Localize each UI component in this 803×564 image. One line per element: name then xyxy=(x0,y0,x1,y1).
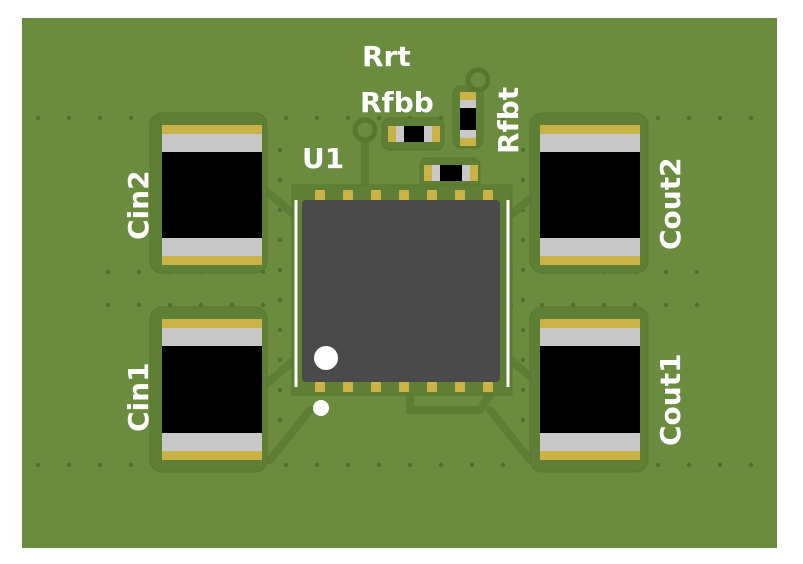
via xyxy=(97,462,103,468)
via xyxy=(345,462,351,468)
label-rrt: Rrt xyxy=(362,40,411,73)
via xyxy=(198,302,204,308)
via xyxy=(500,115,506,121)
test-points xyxy=(352,67,491,143)
via xyxy=(748,462,754,468)
ic-pin xyxy=(371,190,381,202)
via xyxy=(407,462,413,468)
ic-pin xyxy=(315,190,325,202)
via xyxy=(277,297,283,303)
ic-pin xyxy=(455,380,465,392)
u1-ic xyxy=(291,184,513,416)
via xyxy=(520,417,526,423)
via xyxy=(277,387,283,393)
ic-pin xyxy=(399,190,409,202)
ic-pin xyxy=(427,190,437,202)
via xyxy=(694,269,700,275)
label-cin1: Cin1 xyxy=(122,362,155,432)
cout1-capacitor xyxy=(529,306,649,473)
via xyxy=(686,462,692,468)
via xyxy=(66,115,72,121)
via xyxy=(520,387,526,393)
via xyxy=(229,302,235,308)
via xyxy=(277,417,283,423)
via xyxy=(632,302,638,308)
via xyxy=(570,302,576,308)
via xyxy=(128,115,134,121)
ic-pin xyxy=(399,380,409,392)
via xyxy=(97,115,103,121)
label-u1: U1 xyxy=(302,142,344,175)
via xyxy=(717,462,723,468)
via xyxy=(376,462,382,468)
via xyxy=(520,357,526,363)
via xyxy=(35,462,41,468)
via xyxy=(694,302,700,308)
ic-pin xyxy=(315,380,325,392)
via xyxy=(314,462,320,468)
via xyxy=(748,115,754,121)
rfbt-resistor xyxy=(452,85,484,149)
via xyxy=(601,302,607,308)
ic-pin xyxy=(483,190,493,202)
rfbb-resistor xyxy=(381,117,445,151)
via xyxy=(167,302,173,308)
via xyxy=(539,302,545,308)
via xyxy=(314,115,320,121)
label-rfbb: Rfbb xyxy=(360,86,434,119)
ic-pin xyxy=(483,380,493,392)
via xyxy=(277,147,283,153)
cin1-capacitor xyxy=(149,306,268,473)
via xyxy=(277,177,283,183)
via xyxy=(345,115,351,121)
via xyxy=(277,327,283,333)
via xyxy=(520,267,526,273)
via xyxy=(260,302,266,308)
via xyxy=(520,177,526,183)
rrt-resistor xyxy=(419,157,481,189)
ic-pin xyxy=(371,380,381,392)
via xyxy=(277,267,283,273)
via xyxy=(663,302,669,308)
cout2-capacitor xyxy=(529,112,649,274)
ic-pin xyxy=(427,380,437,392)
via xyxy=(277,357,283,363)
via xyxy=(469,462,475,468)
via xyxy=(277,237,283,243)
label-cin2: Cin2 xyxy=(122,170,155,240)
pin1-marker xyxy=(314,346,338,370)
via xyxy=(283,115,289,121)
via xyxy=(686,115,692,121)
via xyxy=(35,115,41,121)
via xyxy=(376,115,382,121)
via xyxy=(136,302,142,308)
cin2-capacitor xyxy=(149,112,268,274)
via xyxy=(520,147,526,153)
via xyxy=(105,302,111,308)
via xyxy=(105,269,111,275)
via xyxy=(500,462,506,468)
via xyxy=(520,327,526,333)
label-cout2: Cout2 xyxy=(654,157,687,250)
via xyxy=(717,115,723,121)
via xyxy=(128,462,134,468)
ic-pin xyxy=(455,190,465,202)
label-cout1: Cout1 xyxy=(654,353,687,446)
via xyxy=(520,297,526,303)
via xyxy=(520,237,526,243)
pin1-dot-silk xyxy=(313,400,329,416)
via xyxy=(283,462,289,468)
ic-pin xyxy=(343,190,353,202)
via xyxy=(66,462,72,468)
ic-pin xyxy=(343,380,353,392)
via xyxy=(438,462,444,468)
via xyxy=(663,269,669,275)
label-rfbt: Rfbt xyxy=(492,87,525,154)
via xyxy=(136,269,142,275)
via xyxy=(655,115,661,121)
via xyxy=(655,462,661,468)
